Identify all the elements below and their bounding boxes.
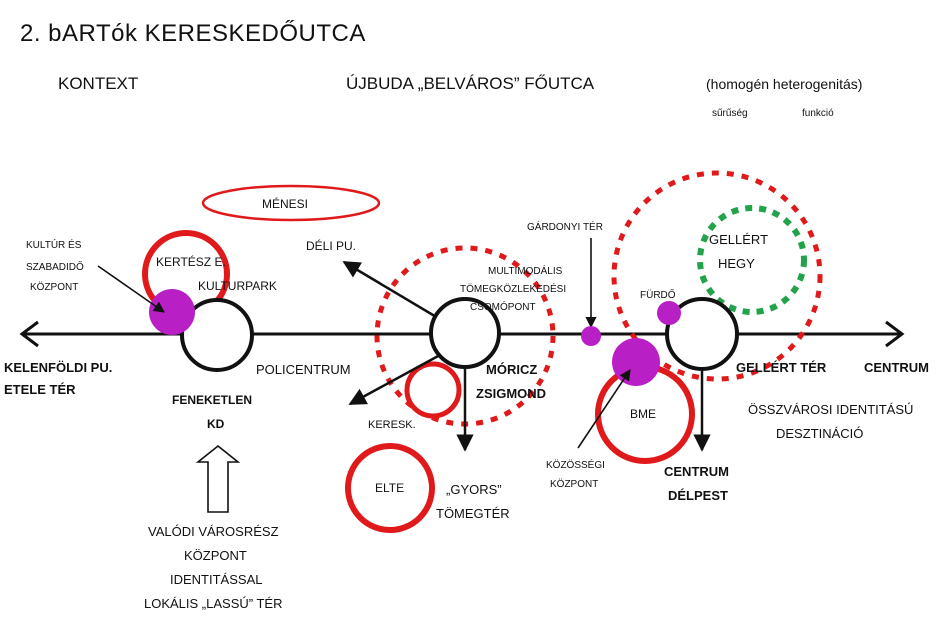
osszvarosi-label-1: ÖSSZVÁROSI IDENTITÁSÚ [748,402,913,417]
function-label: funkció [802,108,834,119]
kozossegi-label-2: KÖZPONT [550,478,598,490]
kertesz-label: KERTÉSZ E. [156,254,226,269]
moricz-label-2: ZSIGMOND [476,386,546,401]
hollow-up-arrow [195,444,241,513]
kultur-label-3: KÖZPONT [30,281,78,293]
density-label: sűrűség [712,108,748,119]
kozossegi-pointer-arrow [577,369,631,449]
feneketlen-node [180,298,254,372]
gellert-hegy-label-2: HEGY [718,256,755,271]
etele-label: ETELE TÉR [4,382,76,397]
valodi-label-4: LOKÁLIS „LASSÚ” TÉR [144,596,282,611]
multi-label-3: CSOMÓPONT [470,300,536,313]
gardonyi-label: GÁRDONYI TÉR [527,220,603,233]
gardonyi-purple-dot [581,326,601,346]
elte-label: ELTE [375,481,404,495]
right-heading: (homogén heterogenitás) [706,76,863,92]
centrum-delpest-label-1: CENTRUM [664,464,729,479]
centrum-delpest-label-2: DÉLPEST [668,488,728,503]
centrum-right-label: CENTRUM [864,360,929,375]
menesi-ellipse [201,184,381,222]
context-heading: KONTEXT [58,74,139,93]
kultur-pointer-arrow [97,265,165,313]
feneketlen-label: FENEKETLEN [172,393,252,407]
kultur-purple-dot [149,289,195,335]
axis-right-arrowhead [885,320,905,348]
gyors-label-1: „GYORS” [446,482,502,497]
gyors-label-2: TÖMEGTÉR [436,506,510,521]
kultur-label-2: SZABADIDŐ [26,259,84,273]
kozossegi-purple-dot [612,338,660,386]
osszvarosi-label-2: DESZTINÁCIÓ [776,426,863,441]
gellert-hegy-green-circle [697,205,807,315]
gellert-dotted-circle [611,170,823,382]
multi-label-2: TÖMEGKÖZLEKEDÉSI [460,282,566,295]
valodi-label-2: KÖZPONT [184,548,247,563]
bme-label: BME [630,407,656,421]
valodi-label-3: IDENTITÁSSAL [170,572,262,587]
furdo-purple-dot [657,301,681,325]
elte-red-circle [345,443,435,533]
kd-label: KD [207,417,225,431]
main-heading: ÚJBUDA „BELVÁROS” FŐUTCA [346,74,595,93]
furdo-label: FÜRDŐ [640,287,676,301]
kelenfoldi-label: KELENFÖLDI PU. [4,360,112,375]
gellert-hegy-label-1: GELLÉRT [709,232,768,247]
kozossegi-label-1: KÖZÖSSÉGI [546,458,605,471]
keresk-red-circle [404,361,462,419]
kulturpark-label: KULTURPARK [198,279,277,293]
kultur-label-1: KULTÚR ÉS [26,238,82,251]
multi-label-1: MULTIMODÁLIS [488,264,563,277]
policentrum-label: POLICENTRUM [256,362,351,377]
valodi-label-1: VALÓDI VÁROSRÉSZ [148,524,279,539]
keresk-label: KERESK. [368,419,416,431]
menesi-label: MÉNESI [262,196,308,211]
axis-left-arrowhead [19,320,39,348]
deli-arrow [342,260,439,320]
gellert-ter-label: GELLÉRT TÉR [736,360,827,375]
moricz-label-1: MÓRICZ [486,362,537,377]
page-title: 2. bARTók KERESKEDŐUTCA [20,20,366,47]
deli-label: DÉLI PU. [306,238,356,253]
keresk-arrow [348,353,441,406]
